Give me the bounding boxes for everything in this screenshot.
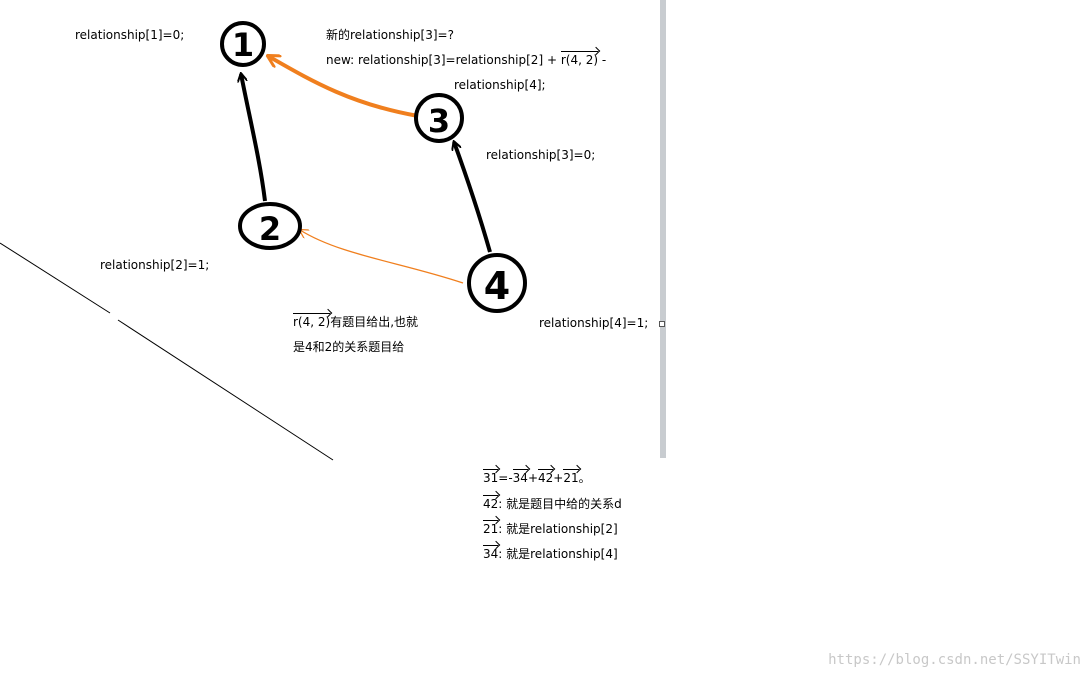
vector-42: 42 (538, 469, 554, 485)
note-42-vector: 42 (483, 495, 499, 511)
new-relationship-title: 新的relationship[3]=? (326, 28, 454, 42)
note-21-text: : 就是relationship[2] (498, 522, 618, 536)
note-21: 21: 就是relationship[2] (483, 520, 618, 536)
label-relationship-4: relationship[4]=1; (539, 316, 649, 330)
node-3-label: 3 (428, 102, 450, 140)
edge-4-to-2 (300, 230, 464, 284)
vector-equation: 31=-34+42+21。 (483, 469, 591, 485)
note-42-text: : 就是题目中给的关系d (498, 497, 622, 511)
node-2-label: 2 (259, 210, 281, 248)
r42-note-line2: 是4和2的关系题目给 (293, 340, 405, 354)
node-2: 2 (238, 202, 302, 250)
edge-3-to-1 (268, 56, 419, 118)
vector-21: 21 (563, 469, 579, 485)
plus-2: + (553, 471, 564, 485)
vector-r42: r(4, 2) (560, 51, 599, 67)
diagonal-line (0, 242, 111, 314)
edge-2-to-1 (241, 74, 267, 202)
node-4: 4 (467, 253, 527, 313)
new-relationship-formula-cont: relationship[4]; (454, 78, 546, 92)
label-relationship-2: relationship[2]=1; (100, 258, 210, 272)
vector-34: 34 (512, 469, 529, 485)
edge-4-to-3 (454, 142, 492, 253)
new-relationship-formula: new: relationship[3]=relationship[2] + r… (326, 51, 607, 67)
r42-note: r(4, 2)有题目给出,也就 (293, 313, 419, 329)
label-relationship-1: relationship[1]=0; (75, 28, 185, 42)
note-34: 34: 就是relationship[4] (483, 545, 618, 561)
note-21-vector: 21 (483, 520, 499, 536)
formula-minus: - (601, 53, 607, 67)
vector-31: 31 (483, 469, 499, 485)
r42-note-text: 有题目给出,也就 (330, 315, 419, 329)
node-1: 1 (220, 21, 266, 67)
label-relationship-3: relationship[3]=0; (486, 148, 596, 162)
node-1-label: 1 (232, 26, 254, 64)
watermark: https://blog.csdn.net/SSYITwin (828, 652, 1081, 668)
scrollbar[interactable] (660, 0, 666, 458)
node-3: 3 (414, 93, 464, 143)
plus-1: + (527, 471, 539, 485)
diagonal-line-2 (117, 319, 334, 461)
eq-end: 。 (578, 471, 591, 485)
vector-r42-note: r(4, 2) (293, 313, 331, 329)
note-34-text: : 就是relationship[4] (498, 547, 618, 561)
eq-sign: =- (498, 471, 513, 485)
note-34-vector: 34 (483, 545, 499, 561)
resize-handle[interactable] (659, 321, 665, 327)
formula-text: new: relationship[3]=relationship[2] + (326, 53, 557, 67)
note-42: 42: 就是题目中给的关系d (483, 495, 622, 511)
node-4-label: 4 (484, 264, 510, 308)
